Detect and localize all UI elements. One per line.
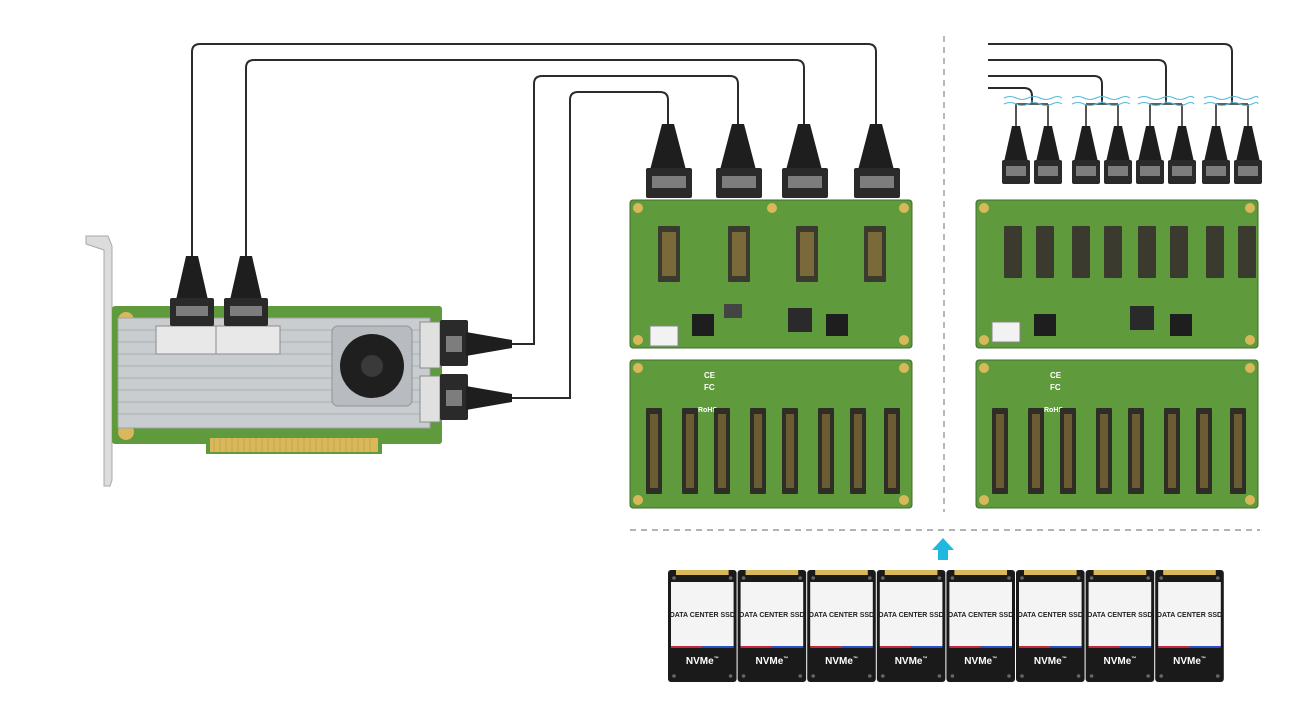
connector-top-2 (230, 256, 262, 300)
ssd-drive: DATA CENTER SSD NVMe™ (668, 570, 737, 682)
bp-connector-3 (782, 124, 828, 198)
cable-3 (512, 75, 739, 345)
hba-card (85, 235, 442, 487)
ssd-interface-label: NVMe™ (964, 656, 997, 667)
connector-side-2 (466, 386, 512, 410)
rohs-mark-right: RoHS (1044, 407, 1063, 414)
cable-group-right (988, 43, 1233, 100)
hba-top-connectors (170, 256, 268, 326)
cable-group-top (191, 43, 877, 399)
left-backplane-connectors (646, 124, 900, 198)
cable-r4 (988, 87, 1033, 100)
ssd-label: DATA CENTER SSD (878, 612, 943, 619)
ce-mark: CE (704, 371, 716, 380)
ssd-label: DATA CENTER SSD (1018, 612, 1083, 619)
ssd-interface-label: NVMe™ (1173, 656, 1206, 667)
ssd-drive: DATA CENTER SSD NVMe™ (946, 570, 1015, 682)
ce-mark-right: CE (1050, 371, 1062, 380)
left-backplane-bottom: CE FC RoHS (629, 359, 913, 509)
bp-connector-1 (646, 124, 692, 198)
up-arrow-icon (932, 538, 954, 560)
ssd-label: DATA CENTER SSD (670, 612, 735, 619)
cable-r3 (988, 75, 1103, 100)
ssd-interface-label: NVMe™ (1104, 656, 1137, 667)
bp-connector-4 (854, 124, 900, 198)
rohs-mark: RoHS (698, 407, 717, 414)
ssd-label: DATA CENTER SSD (1087, 612, 1152, 619)
connector-side-1 (466, 332, 512, 356)
ssd-label: DATA CENTER SSD (1157, 612, 1222, 619)
right-backplane-bottom: CE FC RoHS (975, 359, 1259, 509)
hba-side-connectors (440, 320, 512, 420)
cable-2 (245, 59, 805, 262)
fc-mark: FC (704, 383, 715, 392)
connector-top-1 (176, 256, 208, 300)
fc-mark-right: FC (1050, 383, 1061, 392)
pci-bracket (85, 235, 113, 487)
left-backplane-top (629, 199, 913, 349)
cable-break-marks (1003, 96, 1259, 106)
ssd-drive: DATA CENTER SSD NVMe™ (737, 570, 807, 682)
ssd-drive: DATA CENTER SSD NVMe™ (876, 570, 946, 682)
right-backplane-top (975, 199, 1259, 349)
ssd-label: DATA CENTER SSD (948, 612, 1013, 619)
cable-1 (191, 43, 877, 262)
ssd-interface-label: NVMe™ (686, 656, 719, 667)
ssd-drive: DATA CENTER SSD NVMe™ (1155, 570, 1224, 682)
bp-connector-2 (716, 124, 762, 198)
cable-r1 (988, 43, 1233, 100)
ssd-interface-label: NVMe™ (895, 656, 928, 667)
ssd-row: DATA CENTER SSD NVMe™ DATA CENTER SSD NVMe™… (668, 570, 1224, 682)
ssd-drive: DATA CENTER SSD NVMe™ (807, 570, 876, 682)
ssd-interface-label: NVMe™ (756, 656, 789, 667)
ssd-drive: DATA CENTER SSD NVMe™ (1085, 570, 1155, 682)
ssd-label: DATA CENTER SSD (739, 612, 804, 619)
cable-4 (512, 91, 669, 399)
ssd-interface-label: NVMe™ (825, 656, 858, 667)
ssd-label: DATA CENTER SSD (809, 612, 874, 619)
ssd-interface-label: NVMe™ (1034, 656, 1067, 667)
gold-finger-contacts (210, 438, 378, 452)
ssd-drive: DATA CENTER SSD NVMe™ (1016, 570, 1085, 682)
right-backplane-connectors (1002, 126, 1262, 184)
cable-r2 (988, 59, 1167, 100)
